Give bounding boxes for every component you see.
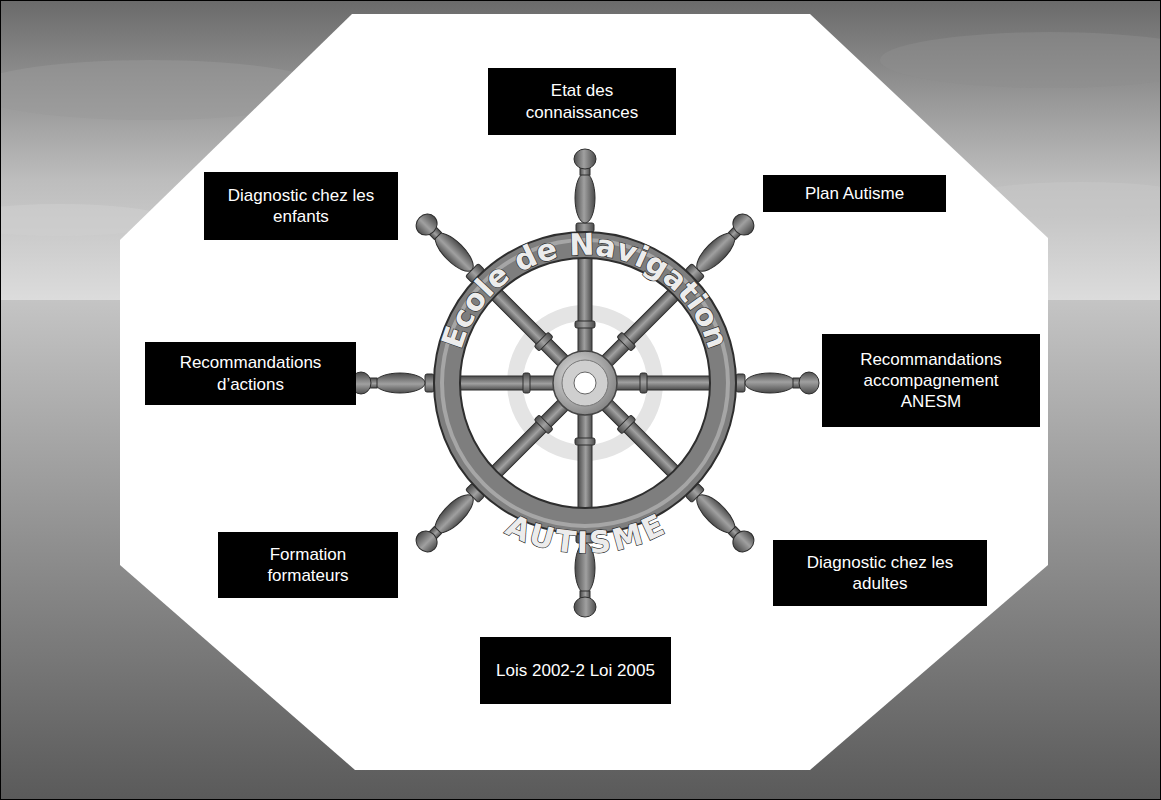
topic-label: Formation formateurs: [228, 544, 388, 587]
topic-label: Diagnostic chez les adultes: [783, 552, 977, 595]
topic-box-content: Diagnostic chez les enfants: [214, 185, 388, 228]
wheel-title-text: Ecole de Navigation: [434, 227, 735, 353]
topic-label: Diagnostic chez les enfants: [214, 185, 388, 228]
wheel-subtitle: AUTISME: [501, 508, 670, 561]
topic-box-content: Recommandations d’actions: [155, 352, 346, 395]
topic-box-content: Etat des connaissances: [498, 80, 666, 123]
wheel-title: Ecole de Navigation: [434, 227, 735, 353]
topic-box: Lois 2002-2 Loi 2005: [480, 637, 671, 704]
topic-box-content: Recommandations accompagnement ANESM: [832, 349, 1030, 413]
topic-label: Plan Autisme: [805, 183, 904, 204]
topic-label: Recommandations d’actions: [155, 352, 346, 395]
topic-label: Etat des connaissances: [498, 80, 666, 123]
topic-box: Recommandations d’actions: [145, 342, 356, 405]
topic-box: Diagnostic chez les enfants: [204, 172, 398, 240]
topic-box: Formation formateurs: [218, 532, 398, 598]
topic-box-content: Plan Autisme: [805, 183, 904, 204]
topic-box: Plan Autisme: [763, 175, 946, 212]
topic-box-content: Formation formateurs: [228, 544, 388, 587]
topic-box-content: Lois 2002-2 Loi 2005: [496, 660, 655, 681]
wheel-subtitle-text: AUTISME: [501, 508, 670, 561]
topic-box-content: Diagnostic chez les adultes: [783, 552, 977, 595]
topic-label: Recommandations accompagnement ANESM: [832, 349, 1030, 413]
topic-box: Recommandations accompagnement ANESM: [822, 334, 1040, 427]
topic-box: Etat des connaissances: [488, 68, 676, 135]
topic-label: Lois 2002-2 Loi 2005: [496, 660, 655, 681]
topic-box: Diagnostic chez les adultes: [773, 540, 987, 606]
